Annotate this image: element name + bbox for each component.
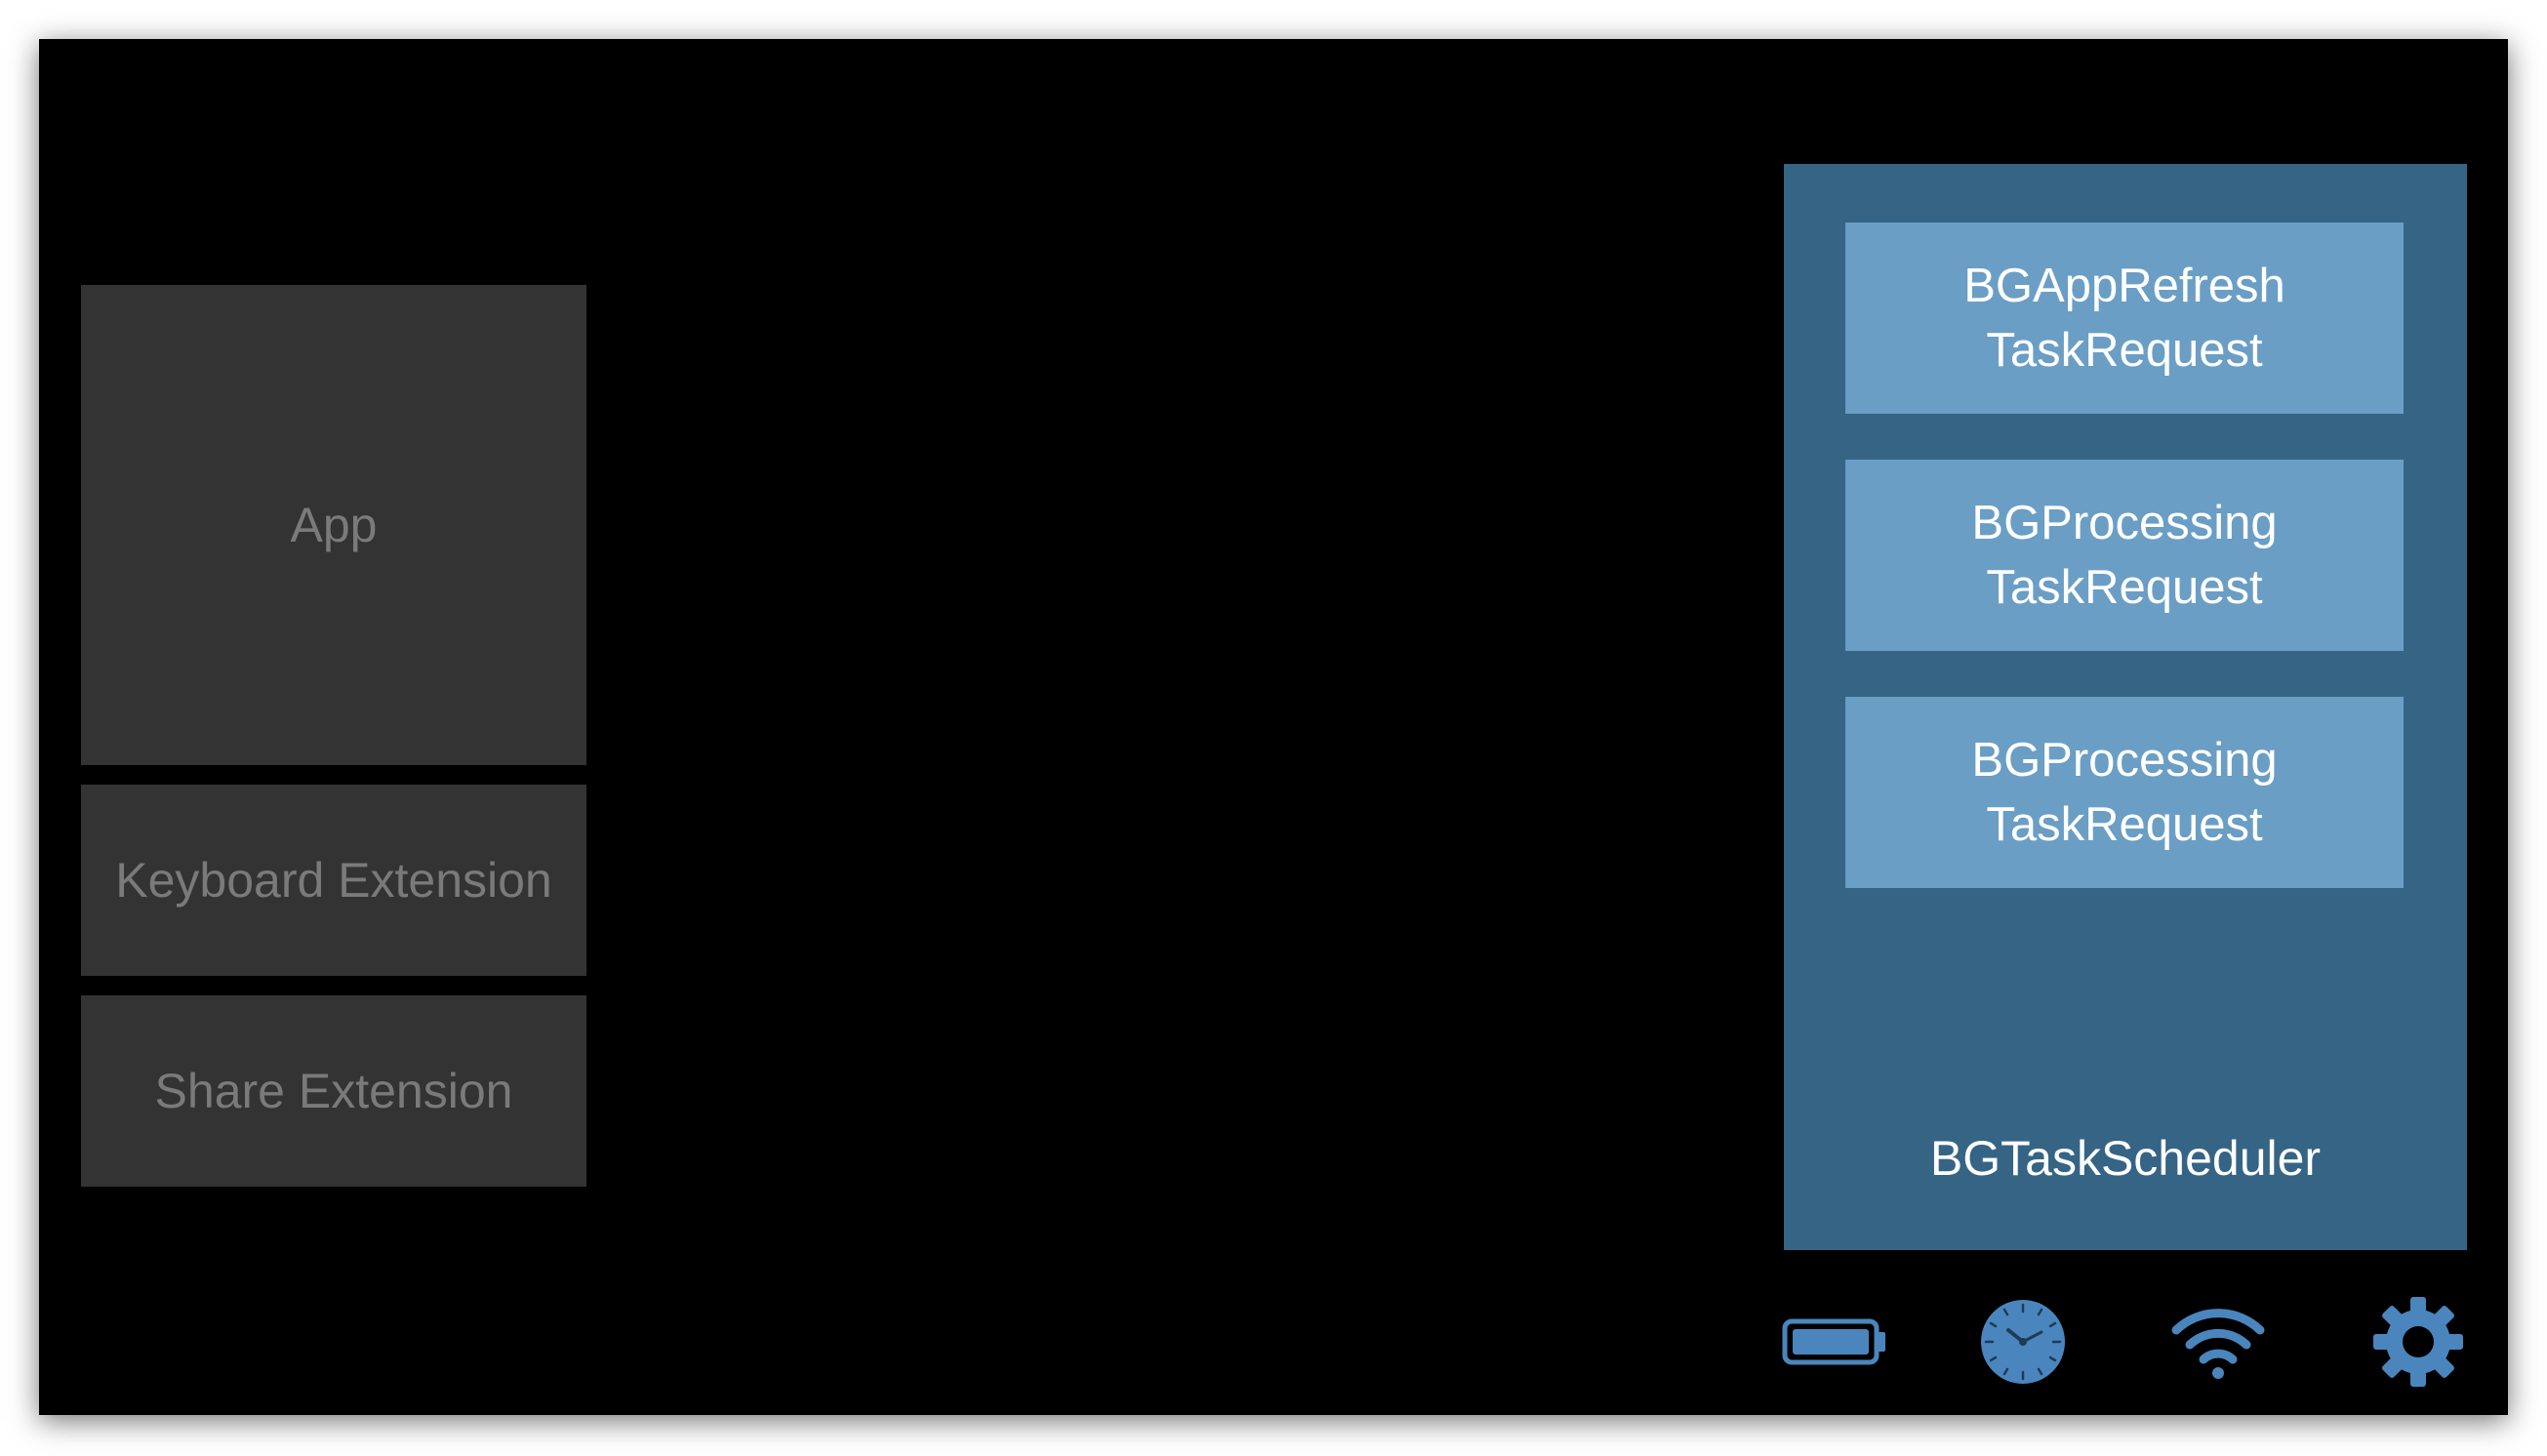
scheduler-label: BGTaskScheduler	[1929, 1131, 2322, 1186]
processing-task-request-box: BGProcessing TaskRequest	[1845, 460, 2404, 651]
share-extension-label: Share Extension	[154, 1064, 513, 1118]
request-line1: BGProcessing	[1971, 497, 2278, 549]
gear-icon	[2373, 1297, 2463, 1387]
keyboard-extension-box: Keyboard Extension	[81, 785, 586, 976]
request-line1: BGAppRefresh	[1963, 260, 2285, 312]
app-box: App	[81, 285, 586, 765]
clock-icon	[1981, 1300, 2065, 1384]
app-label: App	[290, 498, 378, 552]
keyboard-extension-label: Keyboard Extension	[115, 853, 552, 908]
request-line2: TaskRequest	[1986, 561, 2263, 614]
request-line2: TaskRequest	[1986, 324, 2263, 377]
diagram-canvas: App Keyboard Extension Share Extension B…	[39, 39, 2508, 1415]
bg-task-scheduler-panel: BGAppRefresh TaskRequest BGProcessing Ta…	[1784, 164, 2467, 1250]
processing-task-request-box: BGProcessing TaskRequest	[1845, 697, 2404, 888]
request-line2: TaskRequest	[1986, 798, 2263, 851]
request-line1: BGProcessing	[1971, 734, 2278, 787]
wifi-icon	[2171, 1309, 2265, 1379]
app-refresh-task-request-box: BGAppRefresh TaskRequest	[1845, 222, 2404, 414]
battery-icon	[1782, 1318, 1885, 1365]
share-extension-box: Share Extension	[81, 995, 586, 1187]
